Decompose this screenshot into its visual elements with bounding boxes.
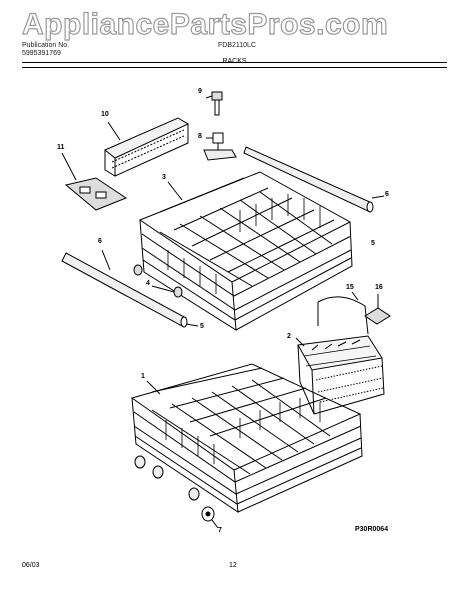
page-number: 12 — [229, 562, 237, 569]
footer-date: 06/03 — [22, 562, 40, 569]
part-16-clip — [364, 294, 391, 325]
callout-5-upper: 5 — [371, 240, 375, 247]
callout-4: 4 — [146, 280, 150, 287]
part-4-rollers — [133, 264, 183, 298]
part-1-lower-rack — [130, 363, 363, 513]
header-rule-bottom — [22, 67, 447, 68]
figure-code: P30R0064 — [355, 526, 389, 533]
callout-9: 9 — [198, 88, 202, 95]
callout-7: 7 — [218, 527, 222, 534]
callout-6-lower: 6 — [98, 238, 102, 245]
part-9-spray-nozzle — [205, 91, 223, 116]
callout-8: 8 — [198, 133, 202, 140]
callout-3: 3 — [162, 174, 166, 181]
publication-number: 5995391769 — [22, 50, 61, 57]
callout-1: 1 — [141, 373, 145, 380]
model-number: FDB2110LC — [218, 42, 257, 49]
part-6-lower-rail — [61, 249, 199, 328]
part-8-manifold — [203, 132, 237, 161]
callout-6-upper: 6 — [385, 191, 389, 198]
part-15-basket-handle — [317, 291, 369, 335]
callout-5-lower: 5 — [200, 323, 204, 330]
callout-15: 15 — [346, 284, 354, 291]
part-7-wheels — [134, 455, 219, 529]
part-3-upper-rack — [138, 171, 353, 331]
callout-10: 10 — [101, 111, 109, 118]
header-rule-top — [22, 62, 447, 63]
callout-16: 16 — [375, 284, 383, 291]
part-6-upper-rail — [243, 146, 385, 213]
section-title: RACKS — [222, 58, 247, 65]
part-2-cutlery-basket — [295, 335, 385, 415]
part-10-shelf-insert — [104, 117, 190, 177]
callout-2: 2 — [287, 333, 291, 340]
part-11-clip — [61, 152, 128, 211]
callout-11: 11 — [57, 144, 65, 151]
watermark-text: AppliancePartsPros.com — [21, 7, 389, 41]
publication-label: Publication No. — [22, 42, 70, 49]
